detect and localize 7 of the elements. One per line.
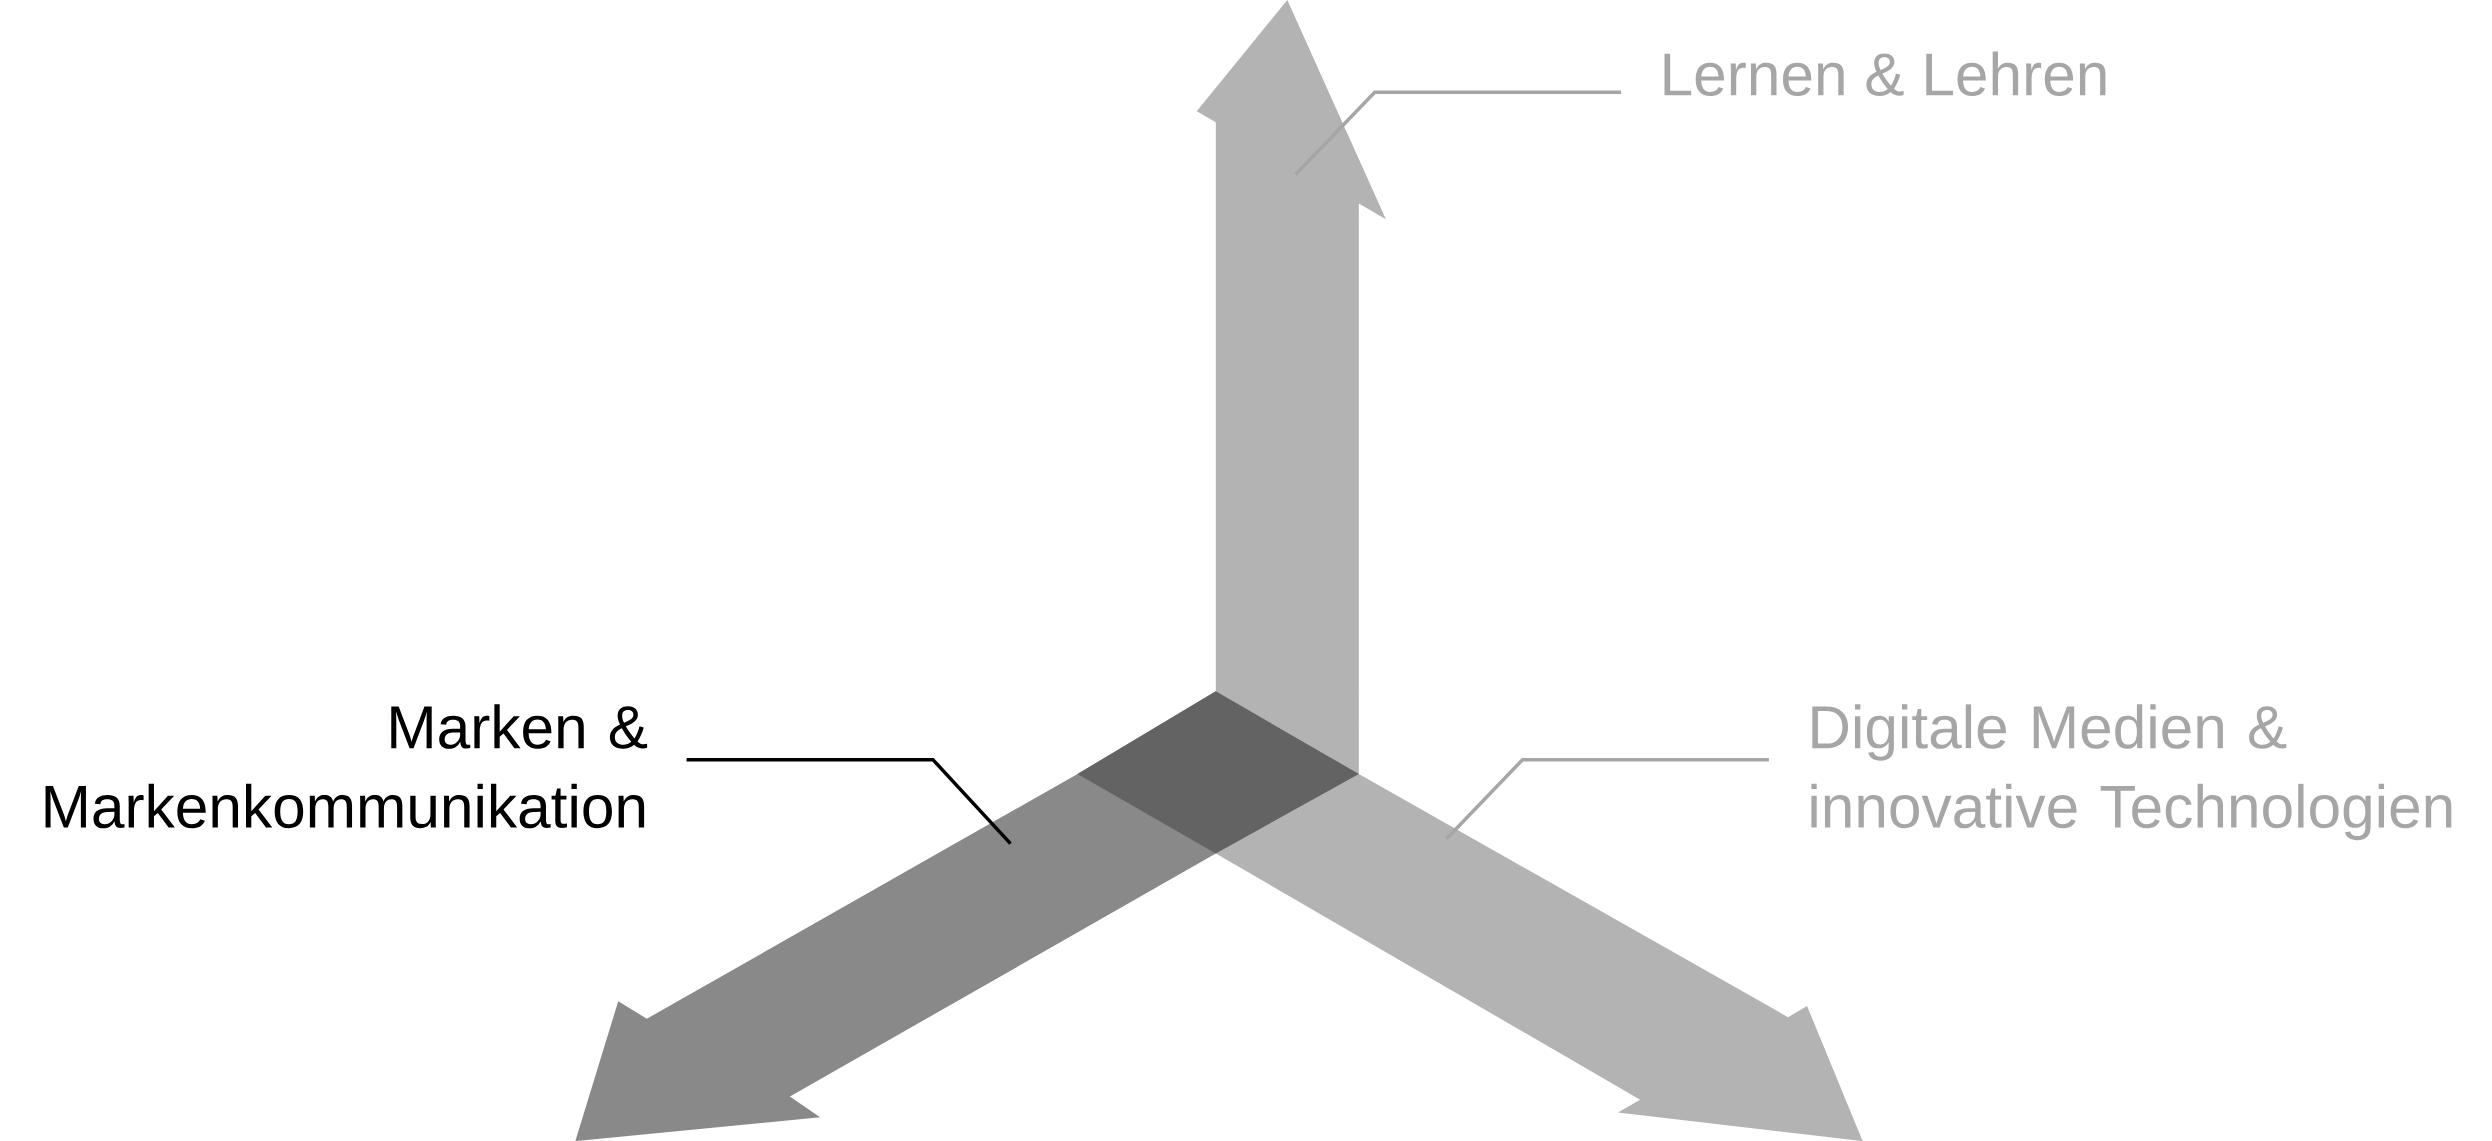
- leader-line: [1294, 90, 1622, 176]
- leader-line: [1445, 757, 1769, 840]
- axis-label: Digitale Medien & innovative Technologien: [1811, 704, 2452, 841]
- leader-line: [686, 757, 1012, 845]
- axis-label: Marken & Markenkommunikation: [45, 704, 648, 829]
- axis-label: Lernen & Lehren: [1664, 51, 2106, 96]
- arrow-shape: [1196, 0, 1386, 774]
